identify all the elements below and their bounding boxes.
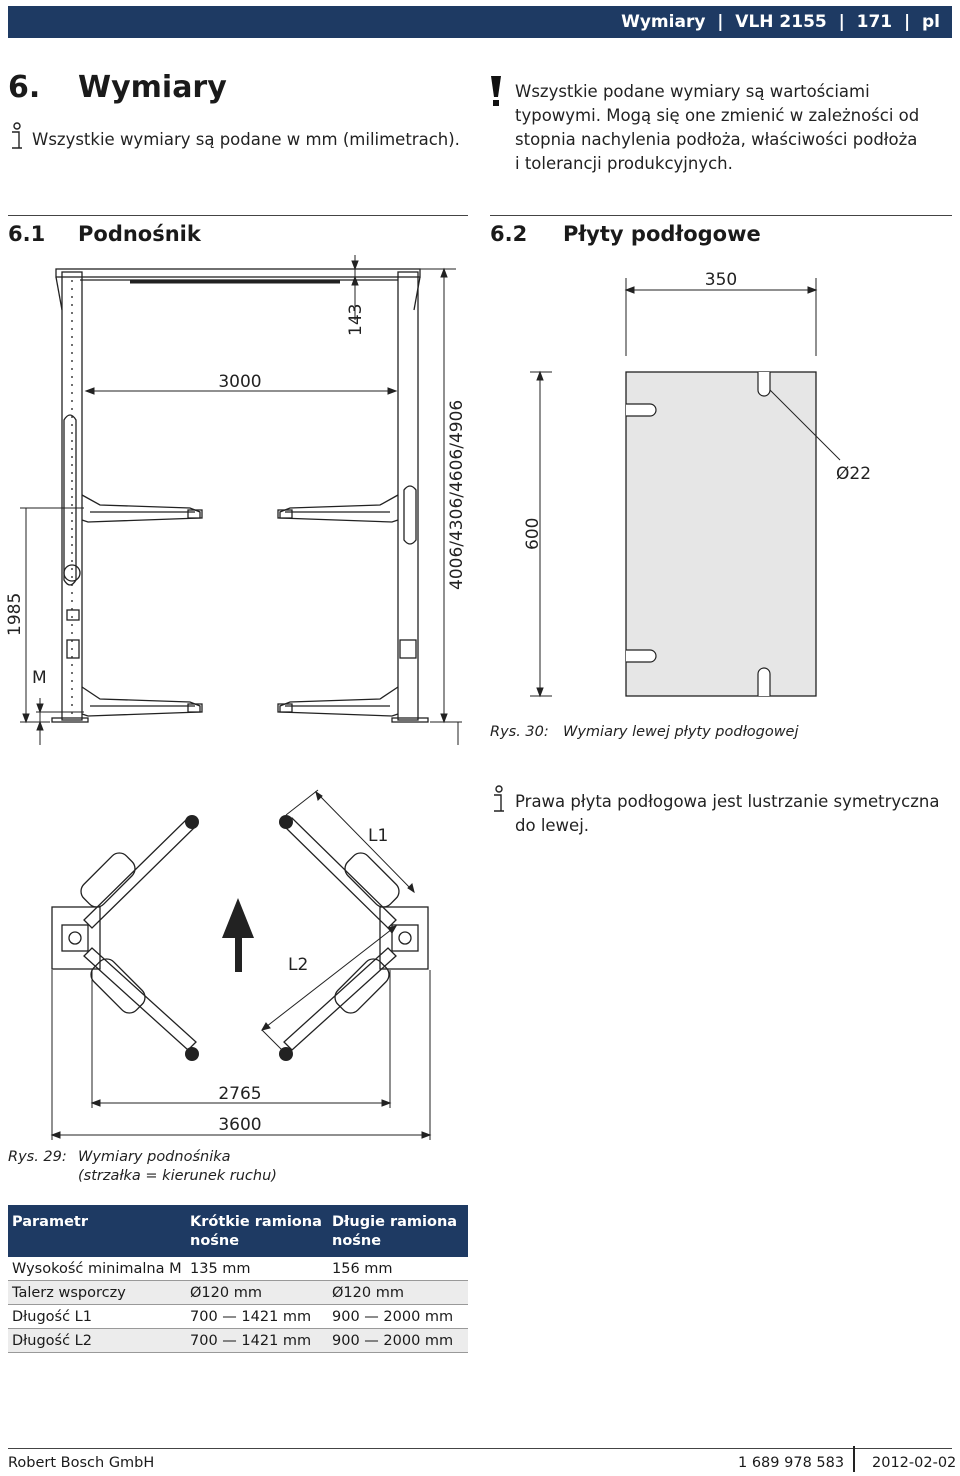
dim-hole: Ø22 <box>836 464 871 484</box>
warning-line-4: i tolerancji produkcyjnych. <box>515 154 733 173</box>
header-long-arms: Długie ramiona nośne <box>328 1205 468 1257</box>
cell-short: 700 — 1421 mm <box>186 1304 328 1329</box>
header-parametr: Parametr <box>8 1205 186 1257</box>
footer-date: 2012-02-02 <box>872 1455 957 1471</box>
cell-short: 700 — 1421 mm <box>186 1328 328 1353</box>
cell-long: Ø120 mm <box>328 1280 468 1305</box>
dim-l2: L2 <box>288 955 308 975</box>
cell-param: Długość L2 <box>8 1328 186 1353</box>
dim-l1: L1 <box>368 826 388 846</box>
cell-long: 900 — 2000 mm <box>328 1304 468 1329</box>
table-header-row: Parametr Krótkie ramiona nośne Długie ra… <box>8 1205 468 1257</box>
info-icon <box>12 122 22 149</box>
section-title: Wymiary <box>78 70 227 105</box>
fig30-text: Wymiary lewej płyty podłogowej <box>563 724 799 740</box>
dim-350: 350 <box>705 270 737 290</box>
section-number: 6. <box>8 70 41 105</box>
header-title: Wymiary | VLH 2155 | 171 | pl <box>621 12 940 32</box>
footer-separator <box>853 1446 855 1472</box>
dim-600: 600 <box>523 518 543 550</box>
table-row: Długość L1 700 — 1421 mm 900 — 2000 mm <box>8 1304 468 1329</box>
rule-sub1 <box>8 215 468 216</box>
sub1-number: 6.1 <box>8 222 46 246</box>
cell-long: 156 mm <box>328 1257 468 1281</box>
header-short-arms: Krótkie ramiona nośne <box>186 1205 328 1257</box>
cell-long: 900 — 2000 mm <box>328 1328 468 1353</box>
fig29-label: Rys. 29: <box>8 1149 67 1165</box>
direction-arrow-icon <box>222 898 254 972</box>
cell-short: 135 mm <box>186 1257 328 1281</box>
table-row: Długość L2 700 — 1421 mm 900 — 2000 mm <box>8 1328 468 1353</box>
dim-2765: 2765 <box>218 1084 261 1104</box>
cell-param: Talerz wsporczy <box>8 1280 186 1305</box>
dim-3600: 3600 <box>218 1115 261 1135</box>
table-row: Wysokość minimalna M 135 mm 156 mm <box>8 1257 468 1281</box>
warning-icon <box>491 76 501 106</box>
parameter-table: Parametr Krótkie ramiona nośne Długie ra… <box>8 1205 468 1353</box>
dim-1985: 1985 <box>5 593 25 636</box>
lift-top-view-drawing: L1 L2 2765 3600 <box>50 789 432 1140</box>
cell-short: Ø120 mm <box>186 1280 328 1305</box>
dim-height: 4006/4306/4606/4906 <box>447 400 467 590</box>
note-mirror-1: Prawa płyta podłogowa jest lustrzanie sy… <box>515 792 940 811</box>
footer-rule <box>8 1448 952 1449</box>
note-mirror-2: do lewej. <box>515 816 590 835</box>
footer-docnum: 1 689 978 583 <box>738 1455 845 1471</box>
lift-elevation-drawing: 3000 143 4006/4306/4606/4906 1985 M <box>5 255 467 745</box>
dim-m: M <box>32 668 47 688</box>
sub2-number: 6.2 <box>490 222 528 246</box>
footer-company: Robert Bosch GmbH <box>8 1455 155 1471</box>
sub2-title: Płyty podłogowe <box>563 222 761 246</box>
info-icon <box>494 785 504 812</box>
header-bar <box>8 6 952 38</box>
sub1-title: Podnośnik <box>78 222 201 246</box>
fig30-label: Rys. 30: <box>490 724 549 740</box>
cell-param: Wysokość minimalna M <box>8 1257 186 1281</box>
warning-line-1: Wszystkie podane wymiary są wartościami <box>515 82 870 101</box>
cell-param: Długość L1 <box>8 1304 186 1329</box>
warning-line-3: stopnia nachylenia podłoża, właściwości … <box>515 130 918 149</box>
dim-143: 143 <box>346 304 366 336</box>
note-mm: Wszystkie wymiary są podane w mm (milime… <box>32 130 460 149</box>
dim-3000: 3000 <box>218 372 261 392</box>
fig29-line-2: (strzałka = kierunek ruchu) <box>78 1168 277 1184</box>
rule-sub2 <box>490 215 952 216</box>
warning-line-2: typowymi. Mogą się one zmienić w zależno… <box>515 106 920 125</box>
floor-plate-drawing: 350 600 Ø22 <box>523 270 871 698</box>
table-row: Talerz wsporczy Ø120 mm Ø120 mm <box>8 1280 468 1305</box>
fig29-line-1: Wymiary podnośnika <box>78 1149 231 1165</box>
